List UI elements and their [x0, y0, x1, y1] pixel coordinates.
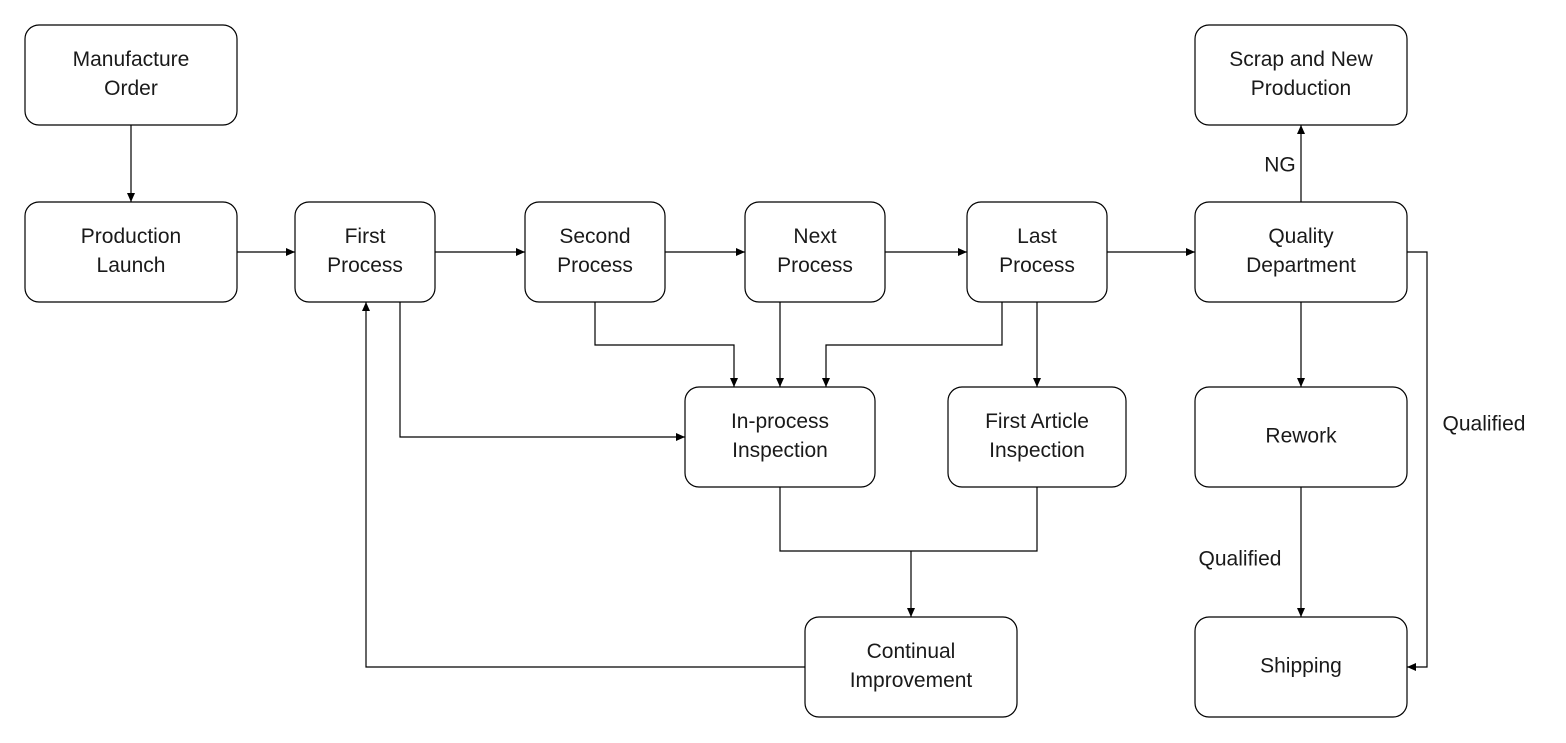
next-process-label-line-1: Next [793, 225, 836, 248]
in-process-inspection-label-line-2: Inspection [732, 439, 828, 462]
first-process-label-line-2: Process [327, 254, 403, 277]
in-process-inspection-label-line-1: In-process [731, 410, 829, 433]
second-process-label-line-2: Process [557, 254, 633, 277]
continual-improvement-box [804, 616, 1018, 718]
edge-last-to-inprocess [822, 302, 1003, 387]
shipping-label-line-1: Shipping [1260, 655, 1342, 678]
edge-second-to-inprocess [594, 302, 738, 387]
second-to-next-arrowhead [736, 248, 745, 256]
launch-to-first-arrowhead [286, 248, 295, 256]
quality-department-label-line-2: Department [1246, 254, 1356, 277]
continual-improvement-label-line-2: Improvement [850, 669, 973, 692]
last-process-box [966, 201, 1108, 303]
scrap-and-new-production-label-line-1: Scrap and New [1229, 48, 1373, 71]
improvement-to-first-connector [365, 302, 805, 668]
nodes-layer: ManufactureOrderProductionLaunchFirstPro… [24, 24, 1408, 718]
quality-to-rework-arrowhead [1297, 378, 1305, 387]
rework-label-line-1: Rework [1265, 425, 1337, 448]
edge-next-to-inprocess [776, 302, 784, 387]
edge-next-to-last [885, 248, 967, 256]
scrap-and-new-production-label-line-2: Production [1251, 77, 1351, 100]
second-process-box [524, 201, 666, 303]
rework-box [1194, 386, 1408, 488]
last-process-label-line-2: Process [999, 254, 1075, 277]
first-to-inprocess-connector [399, 302, 685, 438]
edge-first-to-inprocess [399, 302, 685, 441]
quality-department-label-line-1: Quality [1268, 225, 1334, 248]
edge-last-to-firstarticle [1033, 302, 1041, 387]
last-process-label-line-1: Last [1017, 225, 1057, 248]
production-launch-label-line-1: Production [81, 225, 181, 248]
edge-label-quality-to-shipping: Qualified [1443, 413, 1526, 436]
improvement-to-first-arrowhead [362, 302, 370, 311]
edge-quality-to-scrap: NG [1264, 125, 1305, 202]
continual-improvement-label-line-1: Continual [867, 640, 956, 663]
edge-label-rework-to-shipping: Qualified [1199, 548, 1282, 571]
edge-last-to-quality [1107, 248, 1195, 256]
edge-first-to-second [435, 248, 525, 256]
first-to-second-arrowhead [516, 248, 525, 256]
next-to-last-arrowhead [958, 248, 967, 256]
first-article-inspection-box [947, 386, 1127, 488]
next-to-inprocess-arrowhead [776, 378, 784, 387]
edge-quality-to-rework [1297, 302, 1305, 387]
inspections-to-improvement-arrowhead [907, 608, 915, 617]
last-to-inprocess-arrowhead [822, 378, 830, 387]
first-to-inprocess-arrowhead [676, 433, 685, 441]
manufacture-order-label-line-1: Manufacture [73, 48, 190, 71]
edge-order-to-launch [127, 125, 135, 202]
node-shipping: Shipping [1194, 616, 1408, 718]
manufacture-order-box [24, 24, 238, 126]
shipping-box [1194, 616, 1408, 718]
last-to-inprocess-connector [825, 302, 1003, 387]
second-to-inprocess-connector [594, 302, 735, 387]
edge-rework-to-shipping: Qualified [1199, 487, 1305, 617]
edge-quality-to-shipping: Qualified [1407, 251, 1526, 671]
quality-to-scrap-arrowhead [1297, 125, 1305, 134]
last-to-firstarticle-arrowhead [1033, 378, 1041, 387]
production-launch-label-line-2: Launch [97, 254, 166, 277]
production-launch-box [24, 201, 238, 303]
first-article-inspection-label-line-1: First Article [985, 410, 1089, 433]
order-to-launch-arrowhead [127, 193, 135, 202]
node-rework: Rework [1194, 386, 1408, 488]
next-process-box [744, 201, 886, 303]
quality-to-shipping-arrowhead [1407, 663, 1416, 671]
edge-inspections-to-improvement [779, 487, 1038, 617]
in-process-inspection-box [684, 386, 876, 488]
scrap-and-new-production-box [1194, 24, 1408, 126]
edge-improvement-to-first [362, 302, 805, 668]
first-article-inspection-label-line-2: Inspection [989, 439, 1085, 462]
rework-to-shipping-arrowhead [1297, 608, 1305, 617]
quality-to-shipping-connector [1407, 251, 1428, 668]
edge-launch-to-first [237, 248, 295, 256]
manufacture-order-label-line-2: Order [104, 77, 158, 100]
next-process-label-line-2: Process [777, 254, 853, 277]
first-process-label-line-1: First [345, 225, 386, 248]
edge-second-to-next [665, 248, 745, 256]
second-process-label-line-1: Second [559, 225, 630, 248]
inspections-to-improvement-connector [779, 487, 1038, 552]
second-to-inprocess-arrowhead [730, 378, 738, 387]
quality-department-box [1194, 201, 1408, 303]
first-process-box [294, 201, 436, 303]
edge-label-quality-to-scrap: NG [1264, 154, 1296, 177]
last-to-quality-arrowhead [1186, 248, 1195, 256]
